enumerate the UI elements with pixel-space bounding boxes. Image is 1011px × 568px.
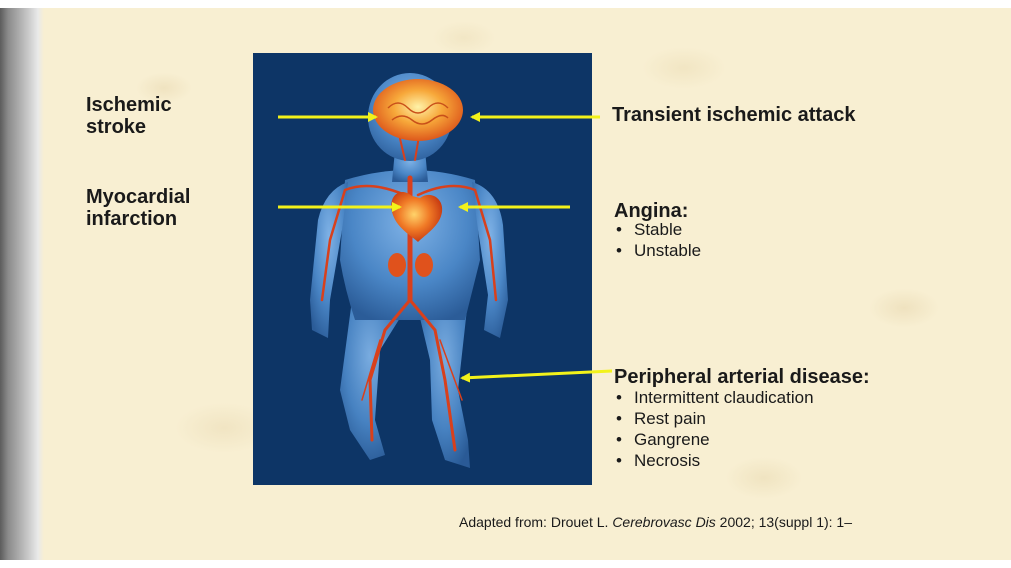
label-myocardial-infarction: Myocardial infarction <box>86 186 190 230</box>
list-item: Intermittent claudication <box>614 387 814 408</box>
label-ischemic-stroke: Ischemic stroke <box>86 94 172 138</box>
citation-suffix: 2002; 13(suppl 1): 1– <box>716 514 852 530</box>
label-tia: Transient ischemic attack <box>612 104 855 126</box>
label-line: infarction <box>86 208 190 230</box>
label-line: Ischemic <box>86 94 172 116</box>
list-item: Unstable <box>614 240 701 261</box>
label-peripheral-arterial-disease: Peripheral arterial disease: <box>614 366 870 388</box>
citation: Adapted from: Drouet L. Cerebrovasc Dis … <box>459 514 852 530</box>
pad-list: Intermittent claudication Rest pain Gang… <box>614 387 814 471</box>
label-line: stroke <box>86 116 172 138</box>
citation-prefix: Adapted from: Drouet L. <box>459 514 612 530</box>
angina-list: Stable Unstable <box>614 219 701 261</box>
brain-icon <box>373 79 463 141</box>
list-item: Necrosis <box>614 450 814 471</box>
citation-journal: Cerebrovasc Dis <box>612 514 715 530</box>
list-item: Rest pain <box>614 408 814 429</box>
list-item: Stable <box>614 219 701 240</box>
list-item: Gangrene <box>614 429 814 450</box>
label-line: Myocardial <box>86 186 190 208</box>
